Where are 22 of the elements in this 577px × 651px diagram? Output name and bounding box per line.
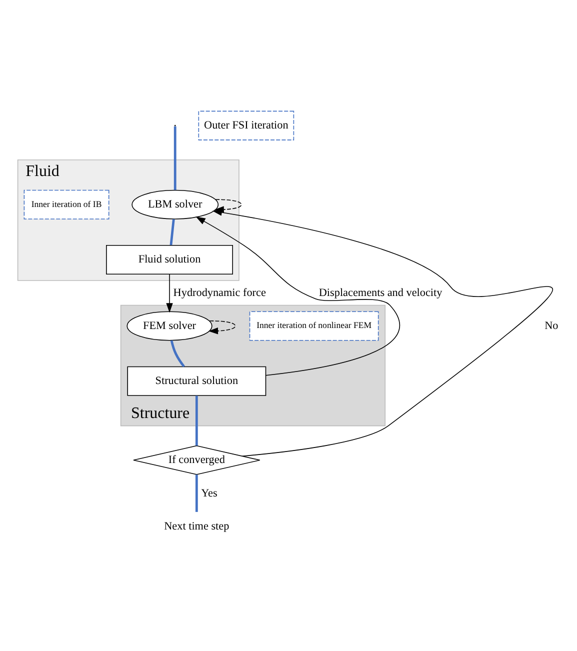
node-diamond: If converged (133, 444, 260, 474)
node-box: Inner iteration of nonlinear FEM (249, 310, 379, 340)
node-box: Outer FSI iteration (198, 110, 294, 140)
node-box: Fluid solution (106, 244, 233, 274)
connector (195, 474, 198, 512)
edge-label: No (544, 319, 558, 332)
edge-label: Yes (201, 486, 218, 499)
connector (170, 340, 185, 367)
arrow (212, 208, 554, 456)
node-box: Structural solution (127, 366, 266, 396)
node-ellipse: FEM solver (126, 310, 212, 340)
edge-label: Hydrodynamic force (173, 286, 266, 298)
connector (174, 126, 176, 190)
node-ellipse: LBM solver (132, 189, 219, 219)
arrow (196, 216, 400, 376)
node-text: Next time step (164, 520, 230, 532)
node-box: Inner iteration of IB (24, 189, 110, 219)
arrow (166, 273, 173, 312)
connector (195, 395, 198, 446)
edge-label: Displacements and velocity (318, 286, 442, 298)
arrow (208, 320, 236, 334)
connector (170, 218, 175, 245)
